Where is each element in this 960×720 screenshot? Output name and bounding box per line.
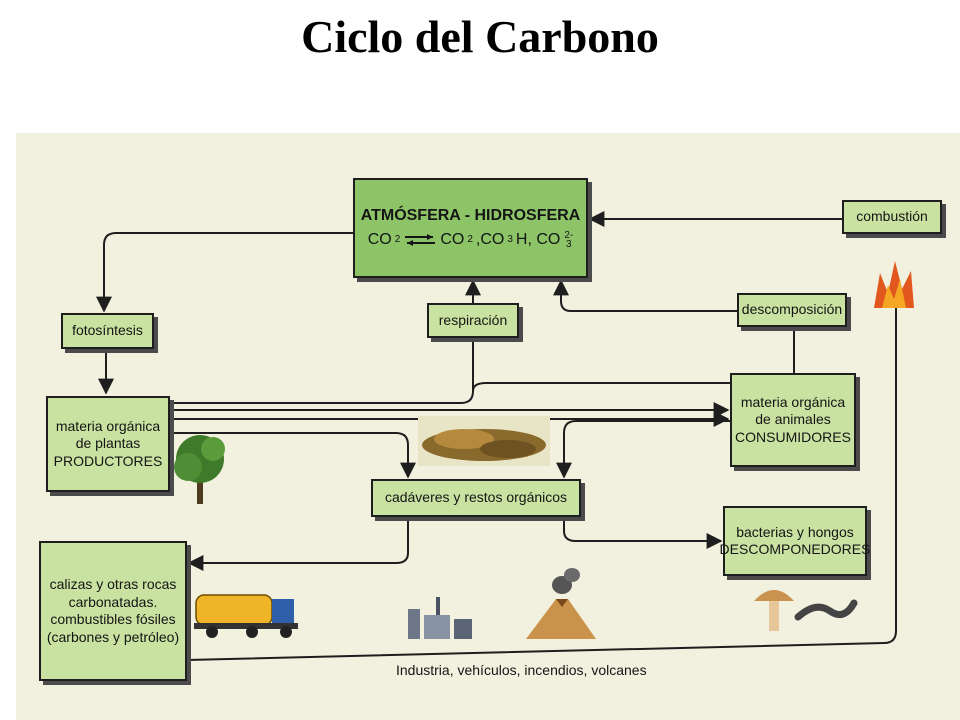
materia-plantas-line-3: PRODUCTORES [53,452,163,469]
materia-plantas-line-2: de plantas [75,435,141,452]
eq-left-sub: 2 [394,233,401,245]
bacterias-box: bacterias y hongos DESCOMPONEDORES [720,506,870,576]
eq-r1: CO [440,231,465,248]
materia-animales-line-3: CONSUMIDORES [735,428,851,445]
cadaveres-label: cadáveres y restos orgánicos [384,489,568,506]
arrow-cad-to-bac [563,517,723,549]
leaf-litter-illustration [418,416,550,466]
volcano-illustration [526,568,596,639]
fotosintesis-box: fotosíntesis [61,313,154,349]
arrow-cad-to-calizas [187,517,409,571]
equilibrium-arrows-icon [405,234,436,246]
combustion-box: combustión [842,200,942,234]
combustion-label: combustión [856,208,928,225]
arrow-desc-to-atm [553,279,737,312]
atmosphere-heading: ATMÓSFERA - HIDROSFERA [360,207,581,224]
materia-plantas-line-1: materia orgánica [55,417,161,434]
bacterias-line-2: DESCOMPONEDORES [719,541,871,557]
calizas-box: calizas y otras rocas carbonatadas. comb… [39,541,187,681]
eq-left: CO [367,231,392,248]
fire-illustration [874,261,914,308]
bacterias-line-1: bacterias y hongos [736,523,854,540]
arrow-plantas-to-cad [170,432,416,479]
fotosintesis-label: fotosíntesis [72,322,143,339]
eq-r3-supsub: 2- 3 [564,230,574,250]
arrow-animales-to-cad [556,420,730,479]
arrow-calizas-to-comb [186,291,904,661]
eq-r3-sup: 2- [564,230,574,241]
cadaveres-box: cadáveres y restos orgánicos [371,479,581,517]
calizas-line-1: calizas y otras rocas [49,576,177,592]
materia-animales-box: materia orgánica de animales CONSUMIDORE… [730,373,856,467]
descomposicion-box: descomposición [737,293,847,327]
tree-illustration [174,435,225,504]
eq-r3-sub: 3 [566,239,572,250]
worm-illustration [794,599,858,621]
respiracion-label: respiración [438,311,508,328]
arrow-branch-resp [170,338,730,404]
calizas-line-2: carbonatadas. [68,593,158,610]
mushroom-illustration [754,590,794,631]
calizas-line-3: combustibles fósiles [50,611,176,627]
materia-animales-line-2: de animales [755,411,831,428]
materia-plantas-box: materia orgánica de plantas PRODUCTORES [46,396,170,492]
eq-r2-sub: 3 [507,233,513,245]
arrow-atm-to-foto [96,232,353,313]
respiracion-box: respiración [427,303,519,338]
calizas-line-4: (carbones y petróleo) [46,628,180,645]
eq-r3: H, CO [515,231,561,248]
descomposicion-label: descomposición [741,301,843,318]
eq-r2: ,CO [475,231,505,248]
materia-animales-line-1: materia orgánica [740,393,846,410]
industria-caption: Industria, vehículos, incendios, volcane… [396,662,647,678]
diagram-arrows [96,211,914,661]
page-title: Ciclo del Carbono [301,11,659,62]
factory-illustration [408,597,472,639]
eq-r1-sub: 2 [467,233,473,245]
truck-illustration [194,594,298,638]
